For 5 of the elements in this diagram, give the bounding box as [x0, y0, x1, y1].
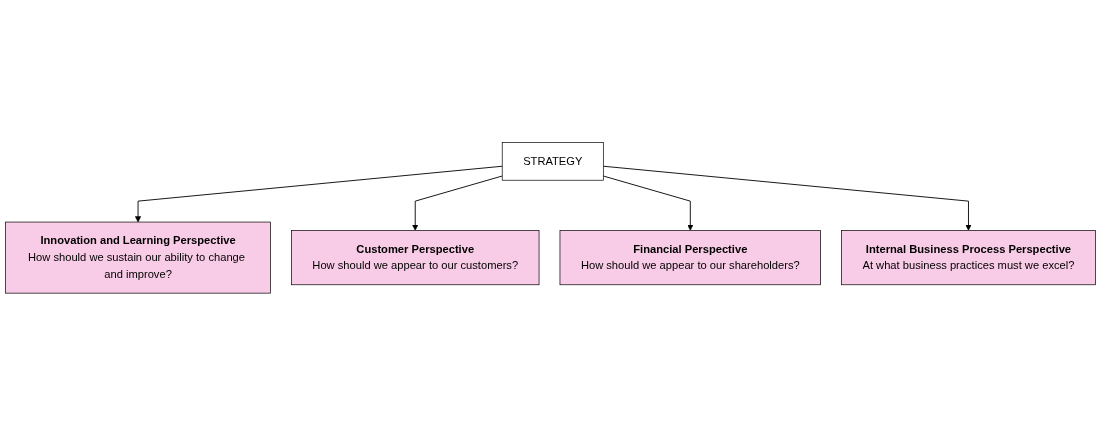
node-box: STRATEGY	[501, 142, 604, 181]
node-box: Internal Business Process Perspective At what business practices must we excel?	[841, 230, 1096, 286]
node-box: Customer Perspective How should we appear to our customers?	[291, 230, 540, 286]
node-box: Innovation and Learning Perspective How should we sustain our ability to change and improve?	[5, 221, 271, 294]
node-box: Financial Perspective How should we appear to our shareholders?	[559, 230, 821, 286]
